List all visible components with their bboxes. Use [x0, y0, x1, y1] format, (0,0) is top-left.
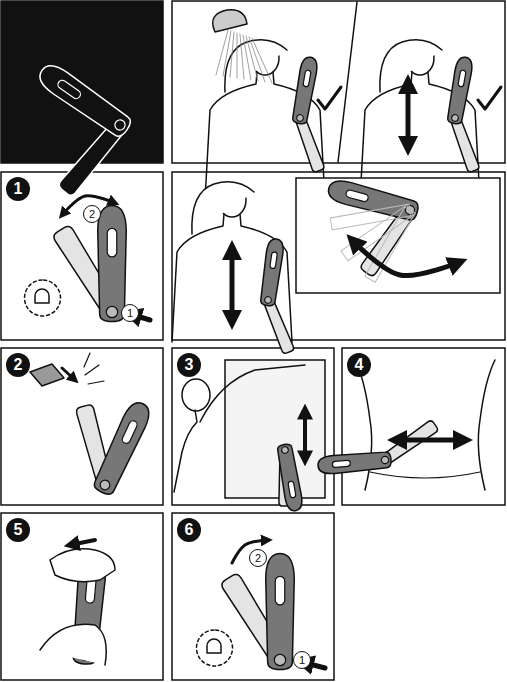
water-spray [240, 34, 244, 79]
lock-dial [25, 280, 61, 316]
panel-frame [1, 513, 163, 680]
back-shaver [315, 419, 442, 475]
arm-outline [200, 365, 305, 422]
back-shaver [48, 379, 154, 498]
divider [338, 2, 357, 162]
callout-number: 1 [293, 651, 311, 669]
panel-frame [1, 348, 163, 505]
motion-arrow [395, 438, 465, 443]
back-shaver [438, 56, 499, 175]
label-text: 3 [185, 356, 194, 374]
back-shaver [283, 56, 344, 175]
shower-head [213, 10, 247, 32]
motion-arrow [352, 240, 460, 276]
water-spray [243, 35, 251, 80]
water-spray [249, 37, 265, 82]
lock-dial [197, 630, 233, 666]
step-number: 4 [347, 353, 371, 377]
step-number: 3 [177, 353, 201, 377]
mirror [225, 360, 325, 498]
step-number: 1 [6, 177, 30, 201]
label-text: 2 [14, 356, 23, 374]
back-shaver [0, 60, 135, 202]
motion-arrow [62, 368, 75, 380]
water-spray [252, 38, 272, 83]
callout-number: 1 [121, 304, 139, 322]
water-spray [237, 33, 238, 78]
panel-frame [172, 1, 505, 163]
check-mark [318, 87, 341, 109]
water-spray [230, 32, 234, 77]
shaver-head [30, 364, 64, 386]
check-mark [478, 87, 501, 109]
hand [50, 549, 115, 582]
callout-number: 2 [83, 205, 101, 223]
water-spray [216, 30, 228, 75]
unlock-icon [35, 289, 49, 303]
label-text: 1 [299, 654, 305, 666]
arm-outline [380, 40, 442, 92]
back-shaver [269, 443, 304, 513]
arm-ghost [330, 204, 411, 230]
label-text: 5 [14, 521, 23, 539]
step-number: 6 [177, 518, 201, 542]
motion-arrow [303, 410, 307, 460]
panel-frame [1, 1, 163, 163]
panel-frame [172, 172, 505, 340]
water-spray [223, 31, 231, 76]
figure-line [182, 379, 210, 411]
panel-frame [172, 513, 334, 680]
motion-arrow [230, 248, 235, 322]
label-text: 6 [185, 521, 194, 539]
panel-frame [1, 172, 163, 340]
inset-frame [296, 178, 500, 293]
hand [40, 624, 106, 665]
lock-icon [207, 639, 221, 653]
label-text: 4 [355, 356, 364, 374]
arm-ghost [341, 205, 413, 261]
label-text: 1 [14, 180, 23, 198]
motion-arrow [70, 540, 95, 545]
click-lines [84, 353, 104, 384]
water-spray [246, 36, 258, 81]
back-shaver [310, 177, 421, 284]
panel-frame [342, 348, 505, 505]
panel-frame [172, 348, 334, 505]
arm-outline [192, 182, 254, 234]
callout-number: 2 [249, 549, 267, 567]
torso-outline [355, 360, 495, 490]
torso-outline [174, 410, 197, 492]
waistband [370, 472, 480, 478]
step-number: 5 [6, 518, 30, 542]
label-text: 2 [255, 552, 261, 564]
step-number: 2 [6, 353, 30, 377]
motion-arrow [406, 82, 411, 148]
label-text: 2 [89, 208, 95, 220]
back-shaver [52, 206, 126, 322]
back-shaver [220, 554, 294, 670]
label-text: 1 [127, 307, 133, 319]
